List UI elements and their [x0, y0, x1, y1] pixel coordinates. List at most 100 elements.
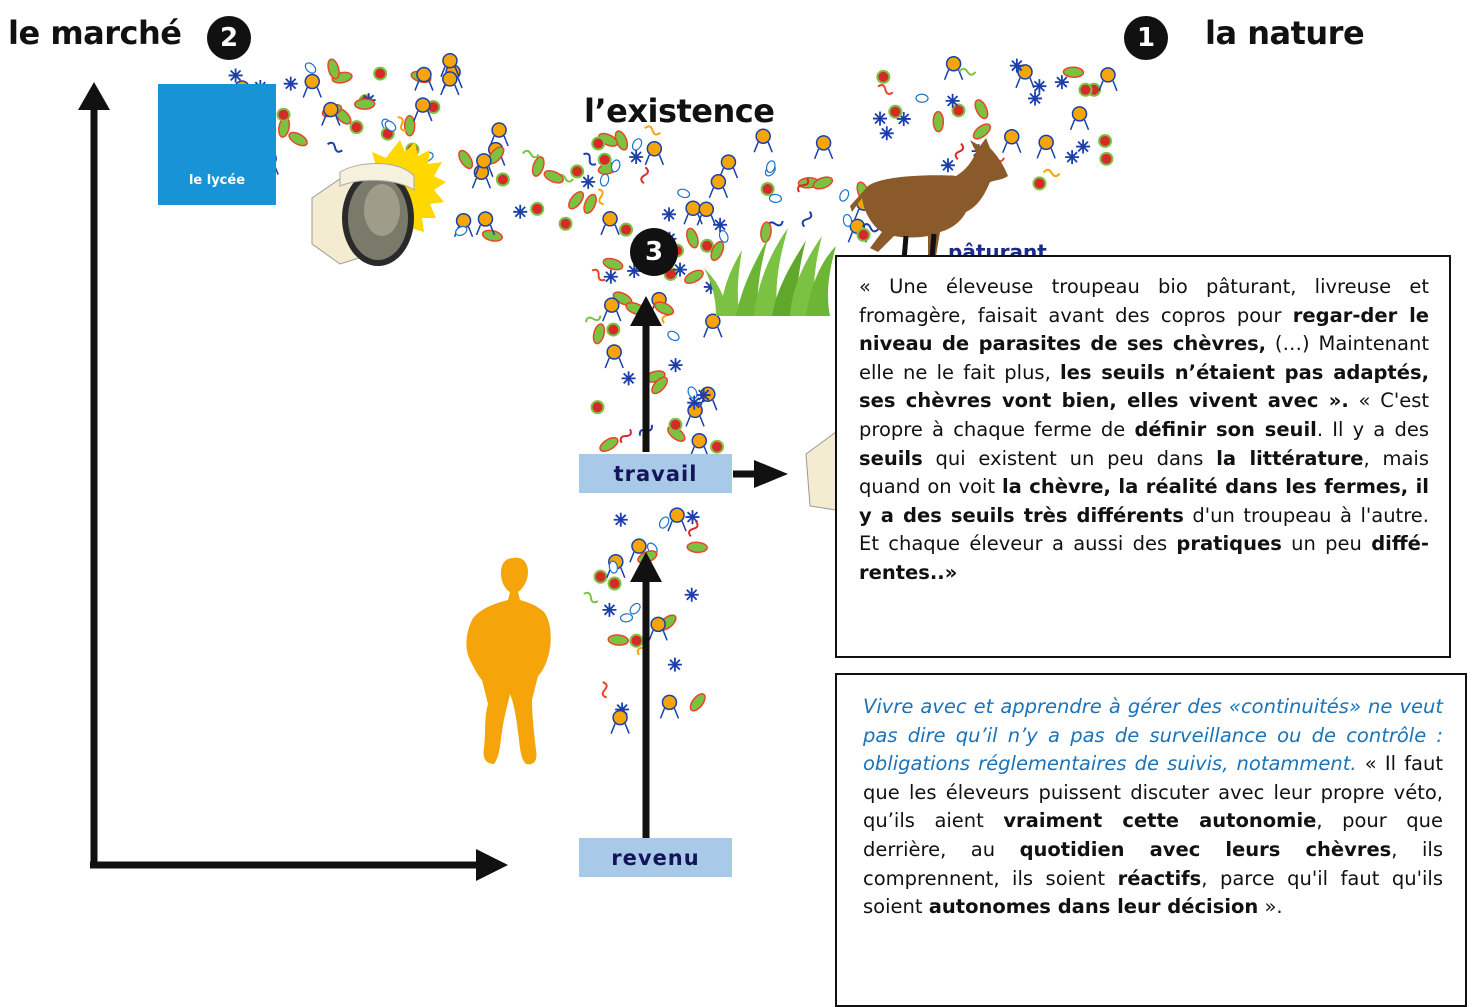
microbe-icon [530, 201, 545, 216]
microbe-icon [602, 257, 624, 271]
microbe-icon [631, 138, 643, 151]
microbe-icon [658, 516, 670, 529]
microbe-icon [584, 315, 602, 323]
microbe-icon [718, 154, 739, 179]
microbe-icon [599, 437, 619, 452]
microbe-icon [373, 66, 388, 81]
microbe-icon [489, 122, 509, 147]
microbe-icon [522, 149, 540, 159]
microbe-icon [668, 417, 683, 432]
nature-title: la nature [1205, 14, 1365, 52]
microbe-icon [876, 69, 891, 84]
microbe-icon [321, 101, 341, 126]
cheese-wheel-icon [311, 140, 446, 266]
microbe-icon [760, 221, 772, 243]
revenu-tag: revenu [579, 838, 732, 877]
microbe-icon [1028, 91, 1043, 106]
microbe-icon [543, 170, 564, 184]
microbe-icon [608, 560, 619, 574]
quote-bold: la littérature [1216, 446, 1364, 470]
microbe-icon [765, 160, 776, 174]
microbe-icon [613, 512, 628, 527]
microbe-icon [940, 158, 955, 173]
microbe-icon [861, 223, 880, 233]
microbe-icon [753, 128, 773, 153]
microbe-icon [812, 176, 834, 190]
microbe-icon [760, 182, 775, 197]
microbe-icon [686, 541, 708, 554]
microbe-icon [667, 330, 680, 342]
note-box: Vivre avec et apprendre à gérer des «con… [835, 673, 1467, 1007]
microbe-icon [687, 386, 698, 399]
microbe-icon [713, 217, 728, 232]
microbe-icon [228, 68, 243, 83]
microbe-icon [568, 191, 585, 210]
microbe-icon [604, 344, 624, 369]
person-silhouette-icon [466, 557, 551, 765]
microbe-icon [414, 66, 434, 91]
microbe-icon [856, 227, 871, 242]
microbe-icon [570, 164, 585, 179]
quote-bold: seuils [859, 446, 923, 470]
microbe-icon [384, 120, 397, 132]
quote-bold: les seuils n’étaient pas adaptés, ses ch… [859, 360, 1429, 413]
microbe-icon [1015, 64, 1035, 89]
microbe-icon [1062, 66, 1085, 78]
microbe-icon [1069, 106, 1090, 131]
microbe-icon [718, 230, 729, 243]
microbe-icon [710, 240, 725, 262]
microbe-icon [1098, 67, 1118, 92]
microbe-icon [945, 93, 960, 108]
microbe-icon [915, 93, 929, 103]
microbe-icon [1065, 150, 1080, 165]
microbe-icon [684, 587, 699, 602]
microbe-icon [304, 62, 317, 74]
microbe-icon [879, 126, 894, 141]
microbe-icon [288, 131, 308, 147]
microbe-icon [283, 76, 298, 91]
microbe-icon [684, 269, 704, 285]
microbe-icon [896, 111, 911, 126]
microbe-icon [610, 159, 621, 173]
microbe-icon [710, 439, 725, 454]
microbe-icon [598, 132, 619, 147]
microbe-icon [591, 136, 606, 151]
microbe-icon [607, 634, 629, 646]
microbe-icon [708, 174, 729, 199]
microbe-icon [689, 693, 706, 712]
microbe-icon [1032, 176, 1047, 191]
microbe-icon [615, 702, 630, 717]
microbe-icon [583, 193, 597, 214]
microbe-icon [888, 104, 903, 119]
microbe-icon [413, 97, 433, 122]
note-bold: autonomes dans leur décision [928, 895, 1259, 919]
microbe-icon [653, 301, 675, 316]
microbe-icon [958, 67, 977, 76]
microbe-icon [619, 613, 634, 623]
microbe-icon [601, 681, 608, 699]
microbe-icon [700, 238, 715, 253]
microbe-icon [1054, 75, 1069, 90]
quote-text: , mais quand on voit [859, 446, 1429, 499]
microbe-icon [474, 153, 494, 178]
microbe-icon [768, 193, 783, 204]
microbe-icon [640, 166, 649, 185]
existence-title: l’existence [584, 92, 775, 130]
note-text: ». [1258, 895, 1283, 919]
quote-bold: diffé-rentes..» [859, 532, 1429, 584]
microbe-icon [619, 428, 632, 444]
microbe-icon [326, 141, 343, 153]
microbe-icon [440, 71, 460, 96]
microbe-icon [600, 211, 620, 236]
microbe-icon [276, 107, 291, 122]
note-text: « Il faut que les éleveurs puissent disc… [863, 752, 1444, 833]
microbe-icon [943, 56, 964, 81]
note-text: , parce qu'il faut qu'ils soient [863, 866, 1443, 919]
grass-icon [704, 228, 836, 316]
microbe-icon [353, 98, 376, 110]
microbe-icon [629, 633, 644, 648]
microbe-icon [602, 297, 622, 322]
quote-bold: regar-der le niveau de parasites de ses … [859, 303, 1429, 356]
microbe-icon [813, 135, 834, 160]
